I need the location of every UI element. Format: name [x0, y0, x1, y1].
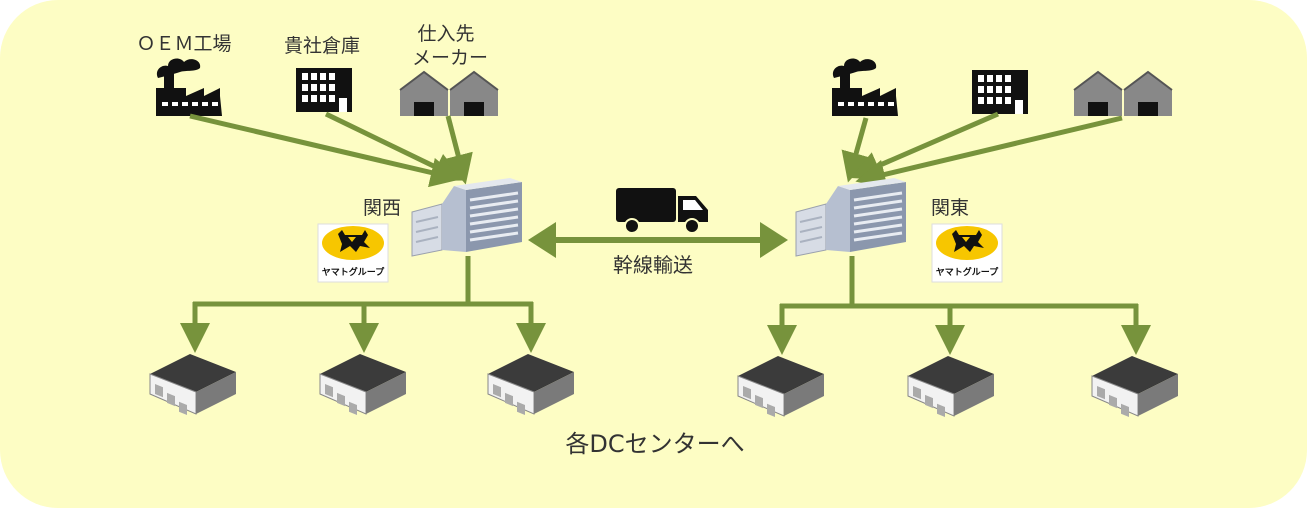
logo-text-right: ヤマトグループ — [936, 266, 999, 278]
flow-arrow-supplier-kansai — [443, 115, 473, 185]
kanto-label: 関東 — [931, 197, 969, 219]
logo-text-left: ヤマトグループ — [322, 266, 385, 278]
flow-arrow-warehouse-kanto — [855, 115, 1123, 190]
office-building-icon — [296, 68, 352, 112]
oem-factory-label: ＯＥＭ工場 — [136, 33, 231, 55]
trunk-arrow-left — [528, 222, 556, 258]
distribution-tree-left — [180, 256, 546, 353]
distribution-tree-right — [767, 256, 1151, 355]
flow-arrow-client-kansai — [324, 111, 464, 181]
client-warehouse-label: 貴社倉庫 — [284, 35, 360, 57]
supplier-label-line2: メーカー — [412, 47, 488, 69]
supplier-label-line1: 仕入先 — [417, 23, 474, 45]
office-building-icon — [972, 70, 1028, 114]
flow-arrow-oem-kansai — [189, 113, 461, 188]
kansai-label: 関西 — [363, 197, 401, 219]
trunk-arrow-right — [760, 222, 788, 258]
to-dc-caption: 各DCセンターへ — [565, 430, 744, 458]
trunk-transport-label: 幹線輸送 — [613, 253, 693, 277]
